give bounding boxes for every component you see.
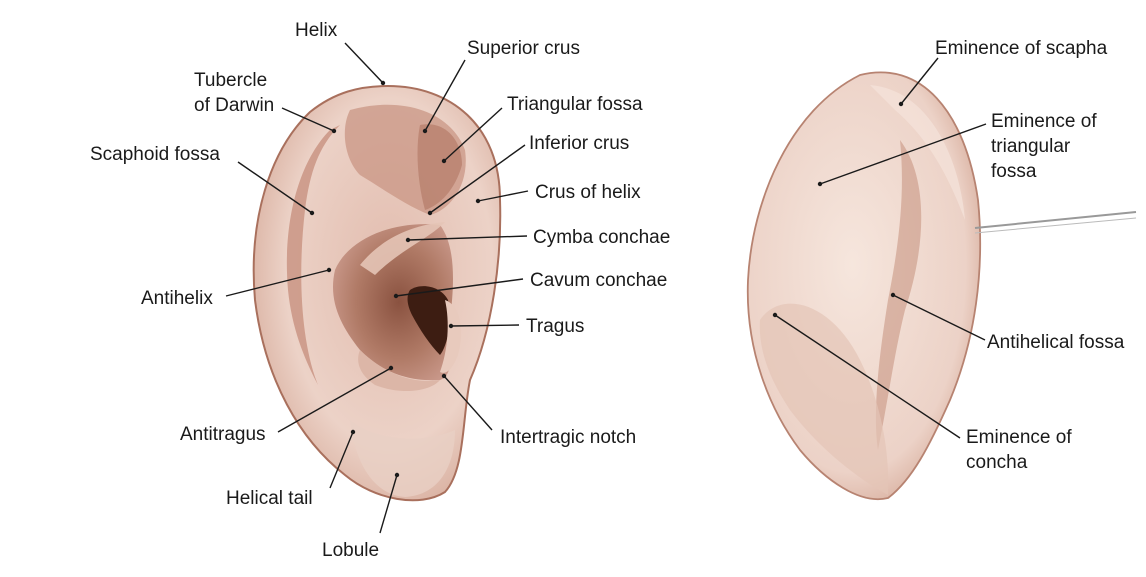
- label-triangular-fossa: Triangular fossa: [507, 94, 643, 115]
- label-cymba-conchae: Cymba conchae: [533, 227, 670, 248]
- retractor-wire: [974, 211, 1137, 229]
- label-tubercle-line2: of Darwin: [194, 95, 274, 116]
- label-inferior-crus: Inferior crus: [529, 133, 629, 154]
- dot-helical-tail: [350, 429, 356, 435]
- leader-scaphoid-fossa: [237, 161, 313, 214]
- front-labels: Helix Superior crus Tubercle of Darwin T…: [90, 20, 670, 561]
- leader-crus-of-helix: [477, 190, 529, 202]
- dot-scaphoid-fossa: [309, 210, 315, 216]
- dot-cavum-conchae: [393, 293, 399, 299]
- label-helical-tail: Helical tail: [226, 488, 313, 509]
- lobule-shade: [350, 420, 455, 497]
- leader-eminence-scapha: [900, 57, 939, 105]
- leader-cavum-conchae: [395, 278, 524, 297]
- antitragus-shape: [358, 350, 440, 392]
- label-tubercle-line1: Tubercle: [194, 70, 267, 91]
- dot-triangular-fossa: [441, 158, 447, 164]
- dot-eminence-concha: [772, 312, 778, 318]
- leader-lobule: [379, 474, 398, 534]
- dot-intertragic-notch: [441, 373, 447, 379]
- ear-canal-shadow: [407, 286, 450, 355]
- dot-crus-of-helix: [475, 198, 481, 204]
- front-leader-lines: [225, 42, 529, 534]
- triangular-fossa-shade: [417, 124, 462, 210]
- label-crus-of-helix: Crus of helix: [535, 182, 641, 203]
- antihelical-fossa-groove: [875, 140, 922, 450]
- back-ear-illustration: [746, 71, 1137, 501]
- label-intertragic-notch: Intertragic notch: [500, 427, 636, 448]
- crus-of-helix-ridge: [360, 222, 445, 275]
- label-eminence-triangular-line3: fossa: [991, 161, 1037, 182]
- dot-antitragus: [388, 365, 394, 371]
- retractor-wire-2: [974, 217, 1137, 234]
- leader-inferior-crus: [429, 144, 526, 214]
- back-labels: Eminence of scapha Eminence of triangula…: [935, 38, 1125, 473]
- dot-inferior-crus: [427, 210, 433, 216]
- dot-eminence-triangular: [817, 181, 823, 187]
- leader-cymba-conchae: [407, 235, 528, 241]
- label-eminence-concha-line2: concha: [966, 452, 1028, 473]
- tragus-shape: [440, 300, 462, 373]
- label-tragus: Tragus: [526, 316, 584, 337]
- dot-tubercle: [331, 128, 337, 134]
- leader-eminence-triangular: [819, 123, 987, 185]
- label-antitragus: Antitragus: [180, 424, 266, 445]
- label-scaphoid-fossa: Scaphoid fossa: [90, 144, 220, 165]
- dot-eminence-scapha: [898, 101, 904, 107]
- leader-superior-crus: [424, 59, 466, 132]
- dot-cymba-conchae: [405, 237, 411, 243]
- scaphoid-fossa-shade: [286, 125, 340, 385]
- label-eminence-concha-line1: Eminence of: [966, 427, 1072, 448]
- leader-helix: [344, 42, 384, 84]
- back-leader-lines: [772, 57, 987, 439]
- dot-lobule: [394, 472, 400, 478]
- label-lobule: Lobule: [322, 540, 379, 561]
- label-eminence-triangular-line1: Eminence of: [991, 111, 1097, 132]
- leader-antihelical-fossa: [892, 294, 986, 341]
- front-ear-illustration: [252, 84, 502, 502]
- label-eminence-scapha: Eminence of scapha: [935, 38, 1108, 59]
- dot-tragus: [448, 323, 454, 329]
- label-eminence-triangular-line2: triangular: [991, 136, 1071, 157]
- label-cavum-conchae: Cavum conchae: [530, 270, 667, 291]
- leader-tubercle: [281, 107, 335, 132]
- label-superior-crus: Superior crus: [467, 38, 580, 59]
- dot-helix: [380, 80, 386, 86]
- leader-tragus: [450, 324, 520, 327]
- leader-antitragus: [277, 367, 392, 433]
- dot-superior-crus: [422, 128, 428, 134]
- label-antihelix: Antihelix: [141, 288, 213, 309]
- leader-eminence-concha: [774, 314, 961, 439]
- label-helix: Helix: [295, 20, 338, 41]
- label-antihelical-fossa: Antihelical fossa: [987, 332, 1125, 353]
- dot-antihelical-fossa: [890, 292, 896, 298]
- leader-triangular-fossa: [443, 107, 503, 162]
- scapha-eminence-ridge: [870, 85, 965, 220]
- leader-antihelix: [225, 269, 330, 297]
- dot-antihelix: [326, 267, 332, 273]
- leader-helical-tail: [329, 431, 354, 489]
- leader-intertragic-notch: [443, 375, 493, 431]
- eminence-of-concha-ridge: [759, 303, 889, 495]
